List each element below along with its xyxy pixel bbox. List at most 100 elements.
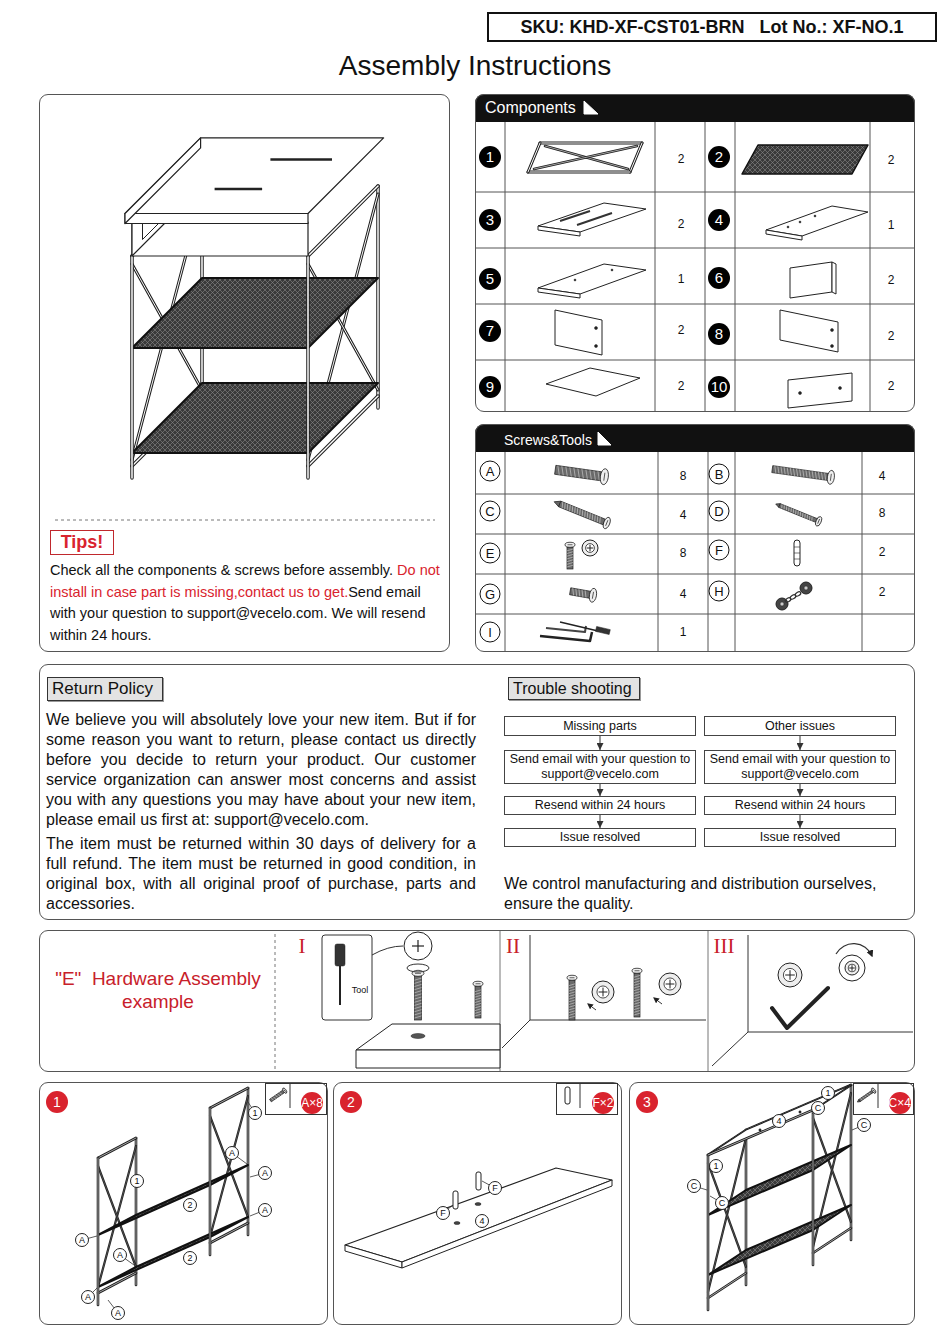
label-slot: 10 — [708, 376, 730, 398]
callout-letter: 1 — [248, 1106, 262, 1120]
cam-slot — [670, 980, 671, 989]
quantity: 4 — [879, 469, 886, 483]
quantity: 2 — [678, 152, 685, 166]
screw-slot — [592, 592, 593, 599]
screw-thread — [805, 470, 808, 477]
step-number: 2 — [340, 1091, 362, 1113]
screw-thread — [634, 1000, 640, 1002]
screw-icon — [569, 584, 598, 602]
label-slot: 4 — [475, 1214, 489, 1228]
screw-thread — [569, 1016, 575, 1018]
cam-lock — [586, 544, 595, 553]
screw-thread — [634, 981, 640, 983]
screw-thread — [475, 1006, 481, 1008]
label-slot: F — [436, 1206, 450, 1220]
frame-tube — [98, 1158, 99, 1305]
part-number: 10 — [708, 376, 730, 398]
label-slot: A — [113, 1248, 127, 1262]
screw-thread — [569, 1008, 575, 1010]
mesh-shelf — [98, 1217, 248, 1287]
screw-head — [602, 516, 612, 529]
label-slot: 2 — [888, 273, 895, 287]
part-number: 2 — [708, 146, 730, 168]
label-slot: 2 — [678, 379, 685, 393]
callout-letter: C — [687, 1179, 701, 1193]
hardware-letter: C — [480, 501, 501, 522]
screw-thread — [567, 552, 573, 554]
hardware-letter: E — [480, 543, 501, 564]
screw-thread — [475, 1009, 481, 1011]
label-slot: 2 — [879, 585, 886, 599]
screw-thread — [790, 508, 793, 512]
screw-thread — [557, 466, 561, 475]
screw-thread — [275, 1095, 277, 1098]
screw-slot — [818, 519, 820, 524]
screw-thread — [593, 515, 597, 521]
label-slot: A — [480, 461, 501, 482]
quantity: 2 — [879, 585, 886, 599]
label-slot: 2 — [678, 323, 685, 337]
callout-letter: A — [113, 1248, 127, 1262]
screw-thread — [792, 469, 795, 476]
process-text: Send email with your question to support… — [708, 752, 892, 782]
divider — [275, 934, 276, 1069]
screw-shaft — [859, 1090, 874, 1101]
screw-thread — [583, 511, 587, 517]
screw-slot — [606, 520, 608, 526]
cam-lock — [592, 981, 614, 1003]
screw-thread — [591, 514, 595, 520]
divider — [55, 520, 435, 521]
components-table: Components — [475, 94, 915, 412]
screw-thread — [811, 471, 814, 478]
screw-thread — [415, 1006, 422, 1008]
section-tag: Trouble shooting — [508, 677, 640, 700]
mesh-shelf — [132, 383, 378, 453]
hole — [831, 345, 834, 348]
frame-tube — [813, 1228, 851, 1253]
quantity: 2 — [678, 323, 685, 337]
frame-tube — [528, 171, 630, 174]
dowel — [476, 1172, 481, 1190]
table-rule — [475, 534, 915, 535]
table-rule — [475, 192, 915, 193]
tool-label: Tool — [352, 985, 369, 995]
screw-thread — [569, 1005, 575, 1007]
screw-shaft — [772, 466, 828, 481]
screw-thread — [789, 468, 792, 475]
callout-letter: A — [258, 1166, 272, 1180]
screw-thread — [596, 516, 600, 522]
screw-slot — [476, 983, 481, 984]
label-slot: D — [709, 501, 730, 522]
body-text: The item must be returned within 30 days… — [46, 834, 476, 914]
screw-thread — [804, 514, 807, 518]
cross-brace — [534, 146, 637, 169]
cross-brace — [98, 1146, 136, 1287]
screw-slot — [873, 1089, 875, 1091]
screw-thread — [785, 506, 788, 510]
board-edge — [832, 262, 836, 294]
screw-thread — [634, 994, 640, 996]
screw-thread — [569, 1000, 575, 1002]
quantity: 1 — [680, 625, 687, 639]
board-edge — [356, 1050, 500, 1068]
quantity: 4 — [680, 587, 687, 601]
rotate-mark — [407, 964, 429, 972]
frame-tube — [708, 1273, 746, 1298]
screw-thread — [867, 1094, 869, 1096]
screw-icon — [632, 968, 642, 1017]
table-rule — [475, 494, 915, 495]
screw-thread — [561, 466, 565, 475]
screw-slot — [635, 970, 640, 971]
top-slot — [270, 158, 332, 161]
table-rule — [475, 304, 915, 305]
hole — [787, 226, 789, 228]
table-rule — [475, 574, 915, 575]
frame-tube — [708, 1155, 709, 1310]
screw-thread — [567, 563, 573, 565]
process-box: Issue resolved — [704, 828, 896, 847]
screw-head — [599, 468, 609, 485]
screw-thread — [799, 512, 802, 516]
screw-thread — [563, 503, 567, 509]
screw-thread — [824, 473, 827, 480]
screw-icon — [771, 462, 835, 485]
